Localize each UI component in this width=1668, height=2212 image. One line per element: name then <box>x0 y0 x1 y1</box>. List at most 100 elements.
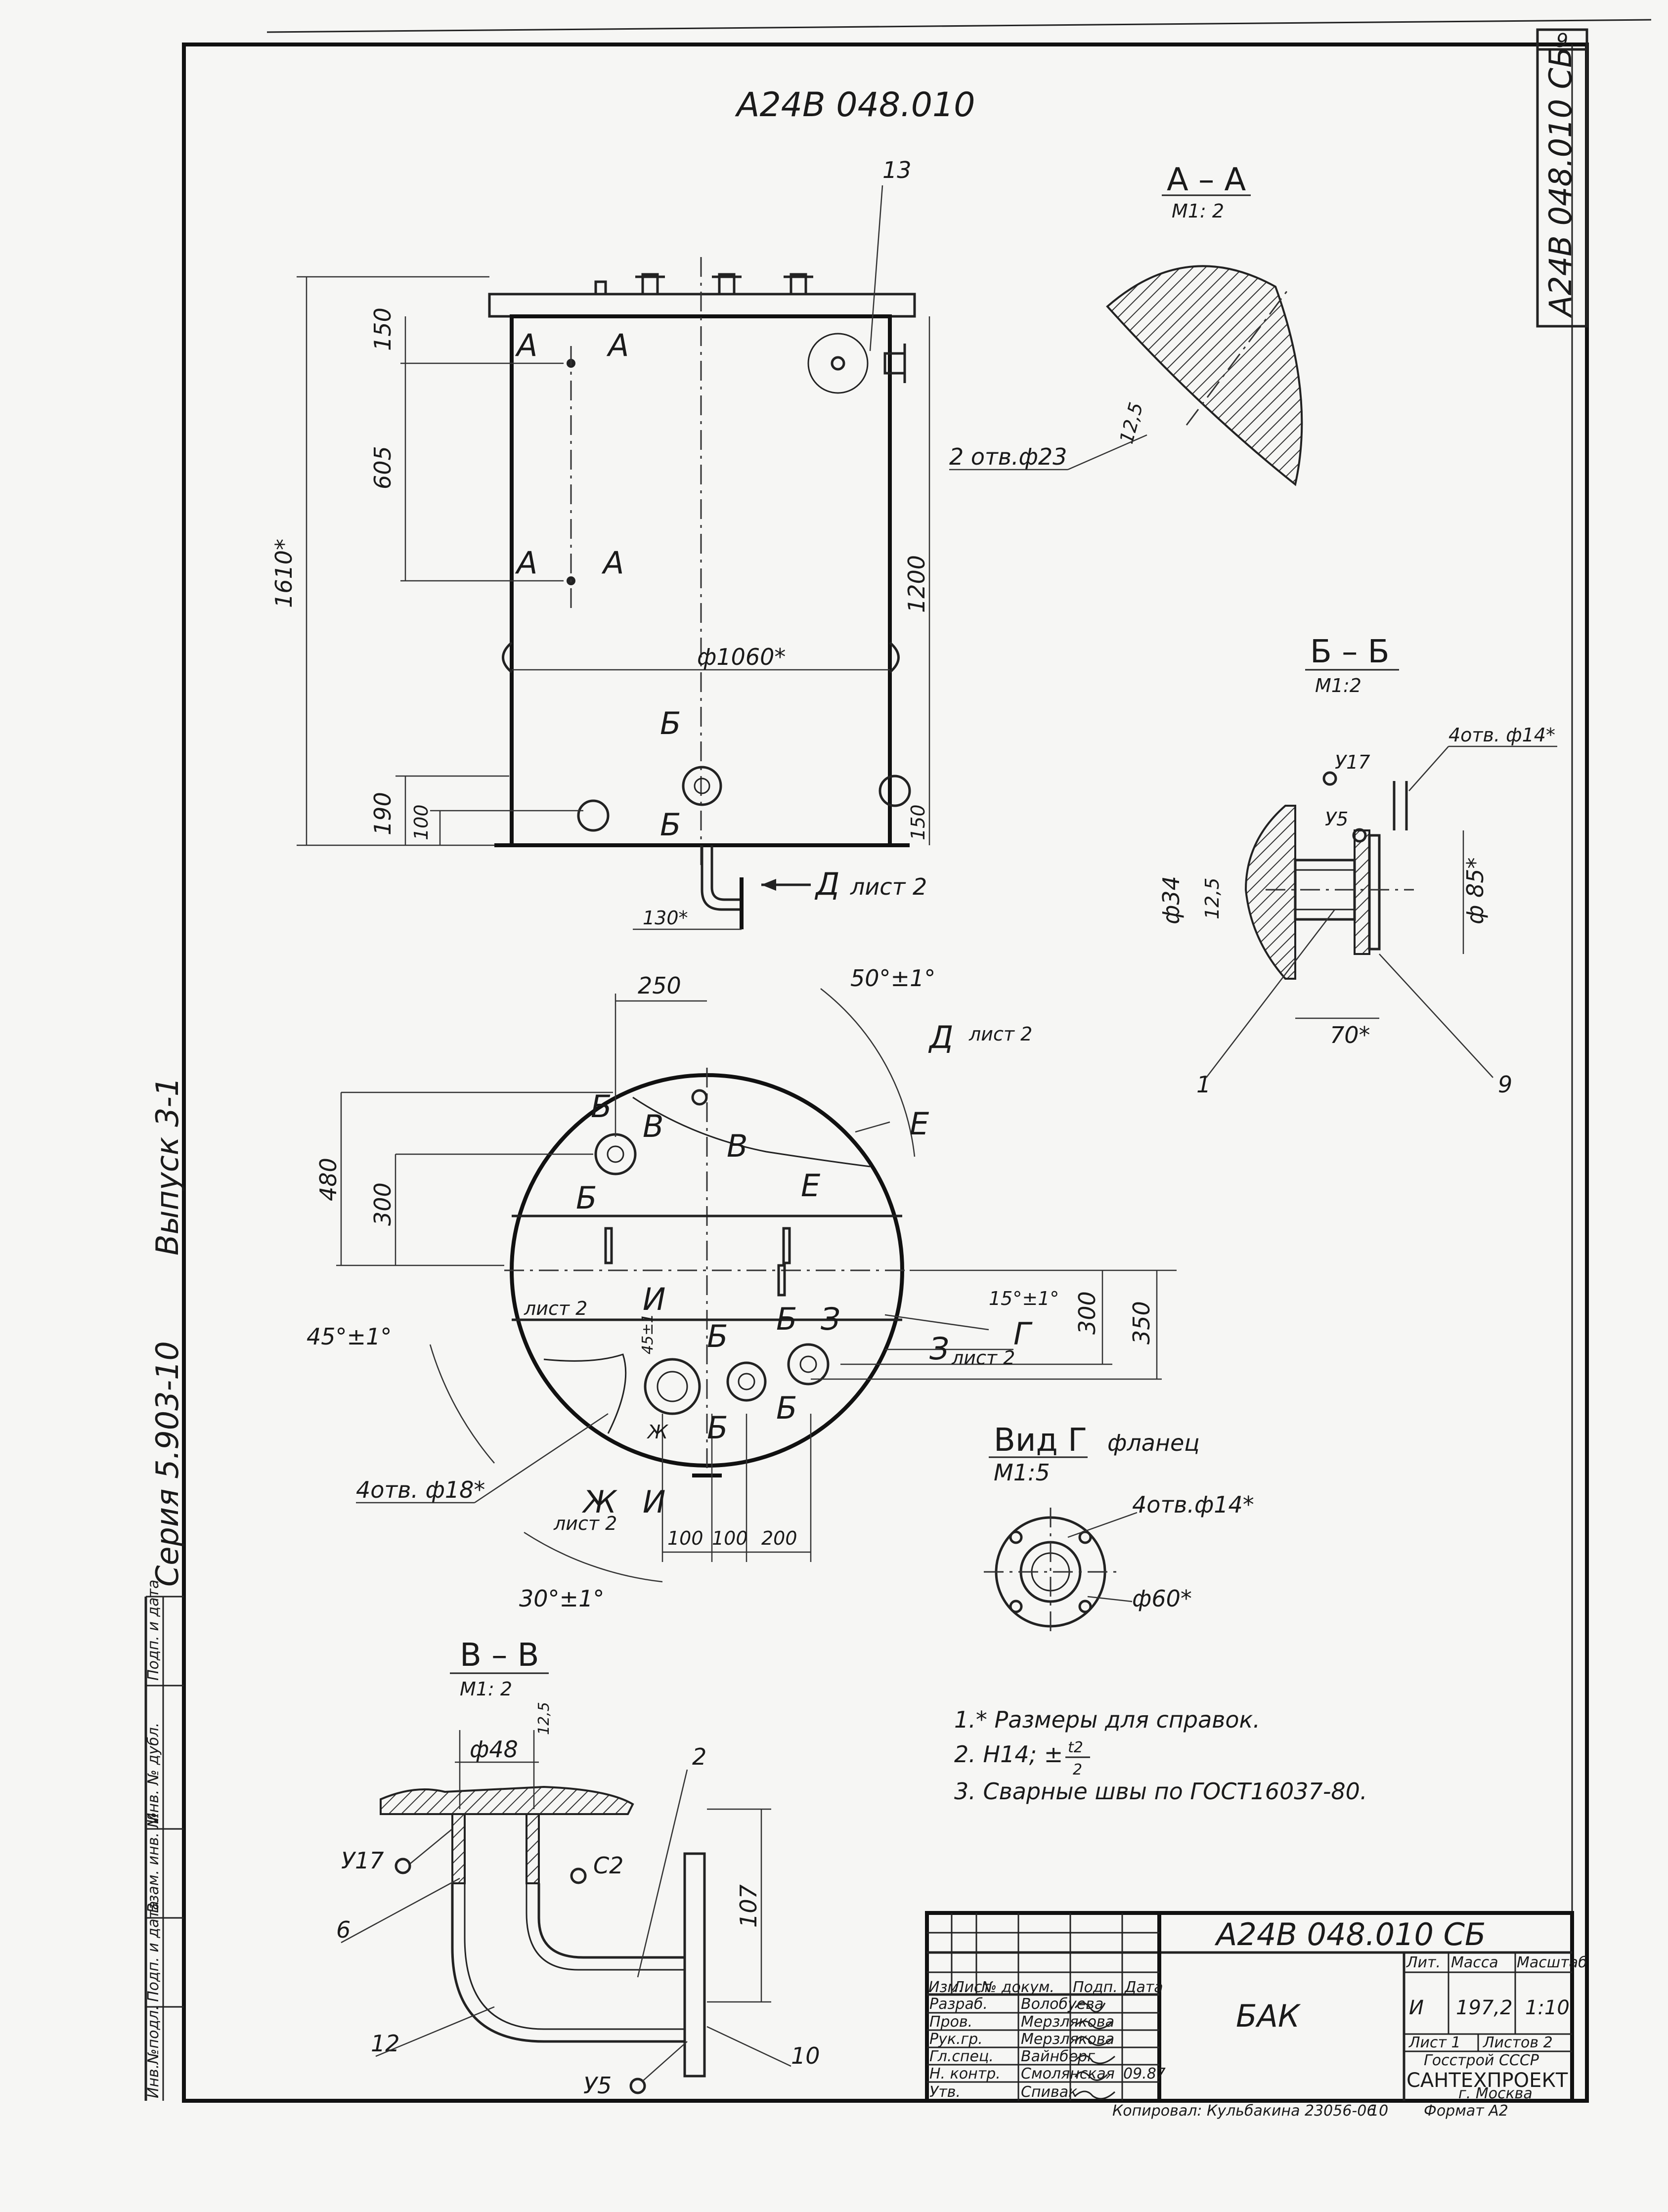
plan-zh2: Ж <box>647 1421 669 1443</box>
plan-angle-45: 45°±1° <box>307 1323 392 1350</box>
left-strip-2: Взам. инв. № <box>145 1812 162 1913</box>
flange-front-2 <box>878 775 911 807</box>
tb-col-3: Подп. <box>1073 1979 1118 1996</box>
plan-i2: И <box>643 1484 665 1520</box>
sec-vv-u5: У5 <box>583 2072 612 2099</box>
left-strip-4: Подп. и дата <box>145 1580 162 1681</box>
view-g-flange <box>984 1508 1138 1636</box>
plan-list2-a: лист 2 <box>524 1298 587 1319</box>
tb-org2: САНТЕХПРОЕКТ <box>1406 2069 1568 2092</box>
sec-vv-u17: У17 <box>341 1847 384 1874</box>
tb-copied: Копировал: Кульбакина 23056-06 <box>1112 2102 1376 2120</box>
sec-bb-item9: 9 <box>1498 1071 1512 1098</box>
flange-plan-2 <box>644 1358 701 1415</box>
flange-plan-3 <box>726 1361 767 1402</box>
view-d-sheet: лист 2 <box>850 873 927 900</box>
plan-d-sheet: лист 2 <box>968 1023 1032 1045</box>
tb-org1: Госстрой СССР <box>1424 2052 1539 2069</box>
plan-view <box>336 988 1177 1583</box>
dim-605: 605 <box>369 446 396 489</box>
hatch-opening <box>807 333 869 394</box>
sec-vv-c2: С2 <box>593 1852 623 1879</box>
left-strip-3: Инв. № дубл. <box>145 1723 162 1824</box>
plan-dim-350: 350 <box>1128 1301 1155 1345</box>
signatures <box>1074 2002 1116 2100</box>
sec-aa-title: А – А <box>1167 162 1246 198</box>
top-code: A24B 048.010 <box>735 86 975 125</box>
sec-vv-107: 107 <box>735 1884 762 1928</box>
plan-dim-100b: 100 <box>712 1527 748 1549</box>
tb-scale-header: Масштаб <box>1517 1954 1587 1971</box>
view-g-scale: М1:5 <box>994 1459 1050 1486</box>
sec-aa-scale: М1: 2 <box>1172 200 1224 222</box>
sec-bb-scale: М1:2 <box>1315 675 1361 696</box>
sec-bb-70: 70* <box>1330 1022 1370 1048</box>
tb-role-4: Н. контр. <box>929 2065 1001 2082</box>
tb-role-1: Пров. <box>929 2013 972 2031</box>
tb-role-3: Гл.спец. <box>929 2048 994 2065</box>
tb-sheet: Лист 1 <box>1408 2034 1461 2051</box>
tb-mass-header: Масса <box>1451 1954 1498 1971</box>
sec-mark-a4: А <box>601 545 624 581</box>
plan-b6: Б <box>707 1410 728 1446</box>
tb-col-0: Изм. <box>928 1979 964 1996</box>
sec-mark-a3: А <box>515 545 537 581</box>
flange-plan-1 <box>594 1133 637 1175</box>
note-2-num: t2 <box>1068 1739 1083 1756</box>
plan-list2-c: лист 2 <box>553 1513 617 1534</box>
plan-b2: Б <box>576 1180 597 1216</box>
plan-e1: Е <box>910 1106 929 1142</box>
view-g-dia: ф60* <box>1132 1585 1192 1612</box>
plan-angle-15: 15°±1° <box>989 1288 1059 1309</box>
dim-190: 190 <box>369 792 396 835</box>
view-g-subtitle: фланец <box>1107 1430 1200 1456</box>
plan-dim-100a: 100 <box>667 1527 703 1549</box>
sec-bb-u5: У5 <box>1325 808 1348 830</box>
plan-d: Д <box>928 1019 953 1055</box>
corner-number: 9 <box>1556 30 1568 51</box>
tb-mass: 197,2 <box>1456 1996 1513 2019</box>
side-code-box <box>1536 48 1588 328</box>
left-strip-1: Подп. и дата <box>145 1901 162 2002</box>
sec-vv-item10: 10 <box>791 2042 820 2069</box>
side-code: A24B 048.010 СБ <box>1542 47 1579 318</box>
series-label: Серия 5.903-10 <box>149 1341 185 1587</box>
dim-150-bottom: 150 <box>907 804 929 840</box>
title-block <box>925 1911 1574 2103</box>
tb-org3: г. Москва <box>1458 2085 1533 2102</box>
issue-label: Выпуск 3-1 <box>149 1077 185 1256</box>
tb-format: Формат А2 <box>1424 2102 1508 2120</box>
sec-mark-b1: Б <box>660 705 681 741</box>
plan-i1: И <box>643 1281 665 1317</box>
plan-dim-480: 480 <box>315 1158 342 1201</box>
note-2: 2. Н14; ± <box>954 1741 1063 1768</box>
tb-name-1: Мерзлякова <box>1021 2013 1114 2031</box>
plan-g: Г <box>1013 1316 1033 1352</box>
front-view <box>297 257 930 930</box>
section-vv-drawing <box>380 1730 771 2094</box>
plan-b3: Б <box>707 1318 728 1354</box>
plan-b1: Б <box>591 1088 612 1125</box>
plan-angle-50: 50°±1° <box>850 965 935 992</box>
flange-front-3 <box>577 799 610 832</box>
tb-role-2: Рук.гр. <box>929 2031 983 2048</box>
tb-role-0: Разраб. <box>929 1995 988 2013</box>
plan-z1: З <box>821 1301 840 1337</box>
plan-e2: Е <box>801 1168 821 1204</box>
sec-bb-holes: 4отв. ф14* <box>1449 724 1555 746</box>
plan-weld-45: 45±1 <box>639 1314 657 1354</box>
section-aa-drawing <box>1106 265 1303 486</box>
plan-z2: З <box>929 1331 949 1367</box>
sec-mark-a2: А <box>606 327 629 363</box>
plan-dim-300b: 300 <box>1074 1291 1100 1335</box>
view-d-mark: Д <box>814 866 839 902</box>
sec-bb-d85: ф 85* <box>1462 858 1489 924</box>
sec-bb-d34: ф34 <box>1158 876 1185 924</box>
outer-frame <box>182 43 1589 2103</box>
tb-date-4: 09.87 <box>1123 2065 1166 2082</box>
dim-130: 130* <box>643 907 688 929</box>
plan-v1: В <box>643 1108 664 1144</box>
drain-pipe <box>701 845 742 911</box>
plan-zh1: Ж <box>581 1484 617 1520</box>
tb-name-3: Вайнберг <box>1021 2048 1095 2065</box>
